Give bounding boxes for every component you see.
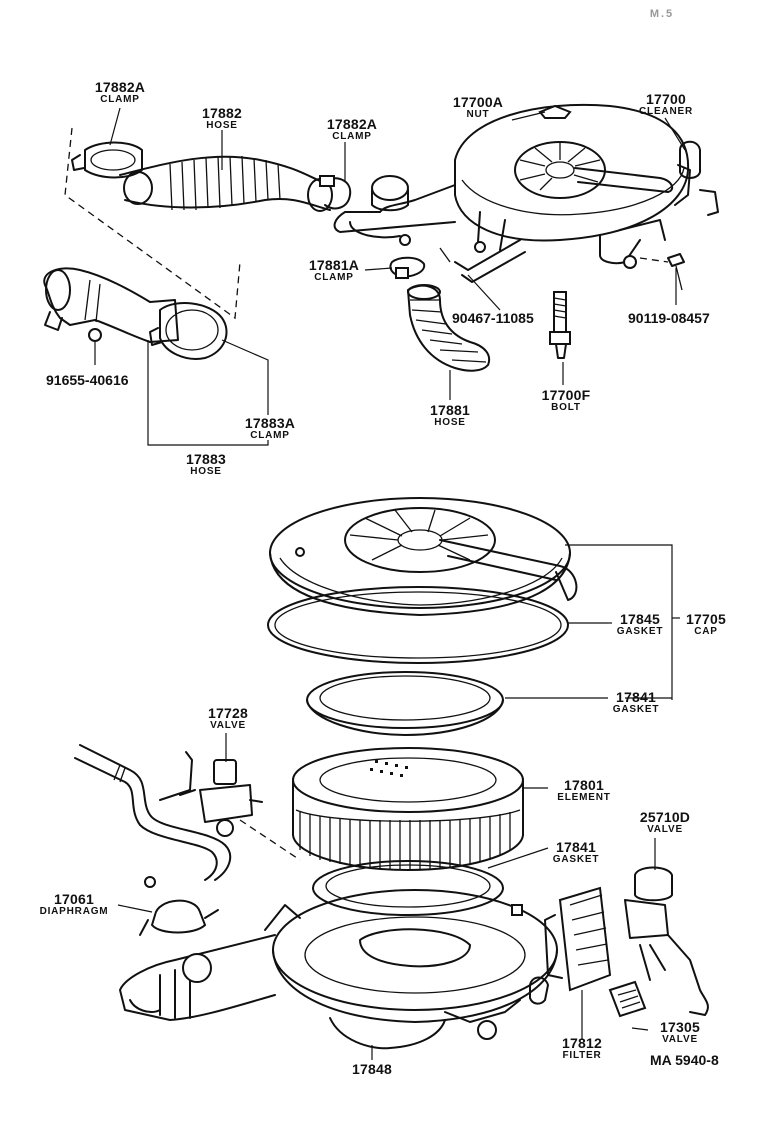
gasket-17845 (267, 586, 569, 664)
valve-25710d (624, 866, 709, 1016)
vacuum-hose (74, 744, 232, 881)
hose-90467 (439, 239, 526, 283)
filter-17812 (544, 886, 612, 992)
exploded-outline (64, 127, 241, 320)
label-91655-40616: 91655-40616 (46, 372, 129, 388)
label-17848: 17848 (352, 1061, 392, 1077)
diaphragm-17061 (139, 876, 219, 936)
hose-17882 (119, 155, 333, 212)
label-90119-08457: 90119-08457 (628, 310, 710, 326)
clamp-17882a-right (319, 175, 352, 210)
clamp-17882a-left (71, 141, 143, 179)
cap-17705 (269, 497, 578, 616)
leader-lines (94, 107, 686, 1060)
element-17801 (292, 747, 524, 871)
gasket-17841-upper (306, 671, 504, 736)
hose-17881 (407, 284, 490, 372)
valve-17305 (608, 980, 647, 1018)
hose-17883 (43, 267, 179, 343)
air-cleaner-assembly (333, 103, 719, 291)
diagram-code: MA 5940-8 (650, 1052, 719, 1068)
gasket-17841-lower (312, 860, 504, 916)
corner-mark: M.5 (649, 8, 675, 20)
clamp-17881a (389, 256, 426, 279)
clamp-17883a (149, 302, 228, 360)
valve-17728 (179, 759, 263, 837)
bolt-17700f (549, 291, 571, 359)
valve-leader-dash (239, 819, 301, 861)
label-90467-11085: 90467-11085 (452, 310, 534, 326)
housing-17848 (119, 889, 558, 1050)
